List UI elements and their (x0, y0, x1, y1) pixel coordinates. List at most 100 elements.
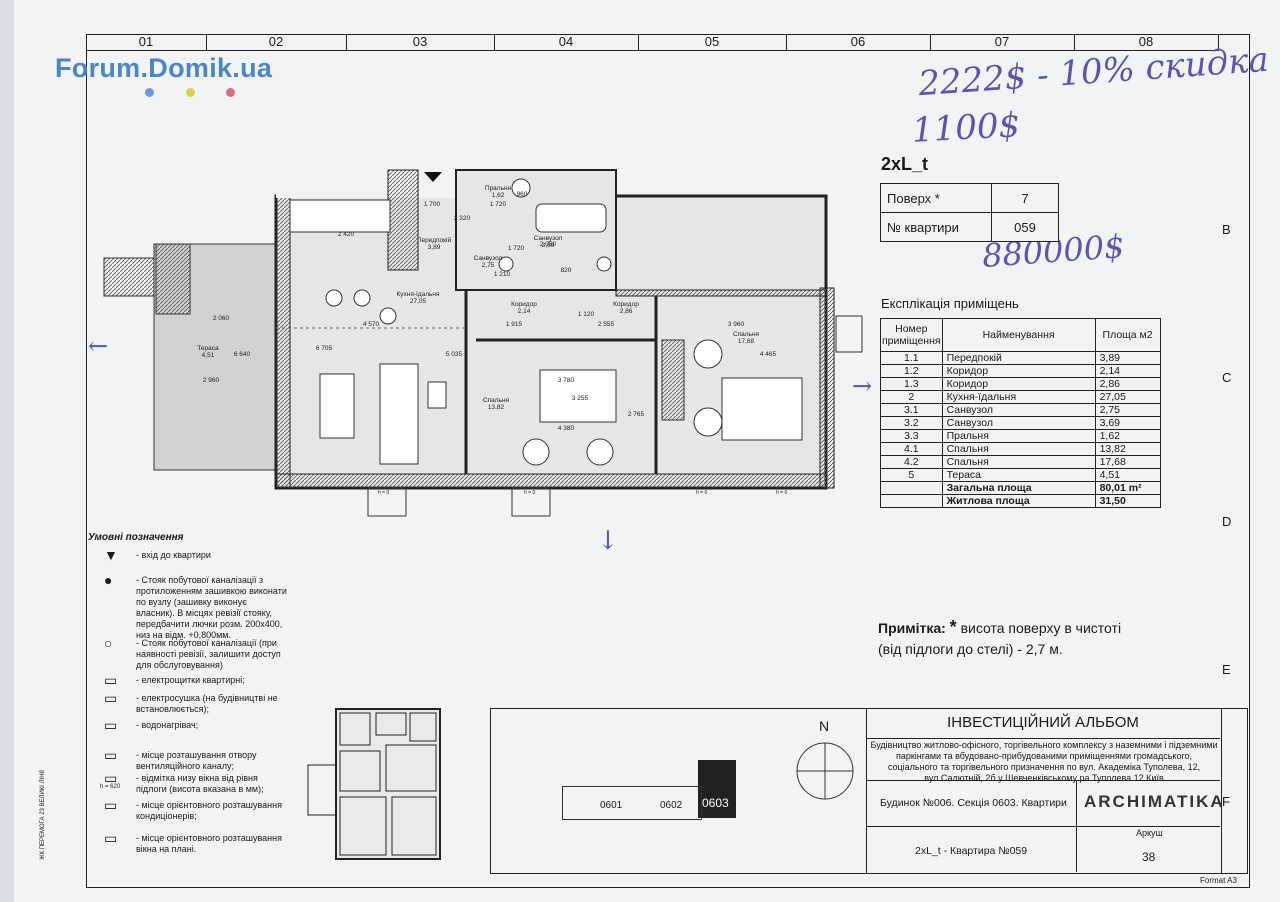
legend-symbol-icon: ▭ (104, 690, 118, 706)
legend-text: - водонагрівач; (136, 720, 199, 730)
floor-plan: Тераса4,51Кухня-їдальня27,05Передпокій3,… (103, 169, 863, 517)
legend-symbol-icon: ▭ (104, 770, 118, 786)
title-block-right (866, 708, 1222, 874)
room-name: Санвузол (534, 235, 563, 242)
explication-table: Номер приміщення Найменування Площа м2 1… (880, 318, 1161, 508)
section-0601: 0601 (600, 800, 623, 811)
north-label: N (819, 718, 830, 734)
legend-symbol-icon: ○ (104, 635, 113, 651)
dimension-label: 5 035 (446, 351, 463, 358)
room-area: 27,05 (410, 298, 427, 305)
hand-arrow-down-icon: ↓ (597, 526, 619, 556)
dimension-label: 1 210 (494, 271, 511, 278)
explication-num: 4.2 (880, 455, 943, 469)
note-label: Примітка: (878, 620, 946, 636)
bar-stool-3 (379, 307, 397, 325)
explication-name: Тераса (941, 468, 1096, 482)
living-area-value: 31,50 (1094, 494, 1161, 508)
apt-label: № квартири (880, 212, 992, 242)
grid-row-c: C (1222, 370, 1232, 385)
explication-num: 3.3 (880, 429, 943, 443)
kitchen-counter (289, 199, 391, 233)
legend-item: ●- Стояк побутової каналізації з протило… (96, 573, 288, 641)
wardrobe (661, 339, 685, 421)
apartment-sheet-label: 2xL_t - Квартира №059 (915, 845, 1028, 857)
note-line2: (від підлоги до стелі) - 2,7 м. (878, 641, 1063, 657)
dimension-label: 2 050 (540, 241, 557, 248)
explication-area: 17,68 (1094, 455, 1161, 469)
terrace-planter-2 (155, 243, 191, 315)
explication-num: 3.1 (880, 403, 943, 417)
explication-area: 1,62 (1094, 429, 1161, 443)
legend-symbol-icon: ▭ (104, 830, 118, 846)
dimension-label: 2 060 (213, 315, 230, 322)
legend-text: - Стояк побутової каналізації (при наявн… (136, 638, 281, 670)
legend-text: - місце орієнтовного розташування вікна … (136, 833, 282, 854)
legend-item: ▭- відмітка низу вікна від рівня підлоги… (96, 770, 288, 795)
dimension-label: 3 960 (728, 321, 745, 328)
format-label: Format A3 (1200, 876, 1237, 885)
legend-item: ○ - Стояк побутової каналізації (при наяв… (96, 635, 288, 671)
explication-name: Санвузол (941, 403, 1096, 417)
compass-icon (796, 742, 854, 800)
room-area: 2,86 (620, 308, 633, 315)
explication-name: Коридор (941, 364, 1096, 378)
company-logo: ARCHIMATIKA (1084, 792, 1225, 811)
window-1 (367, 487, 407, 517)
grid-column-03: 03 (346, 34, 495, 51)
shaft-wall (387, 169, 419, 271)
grid-column-01: 01 (86, 34, 207, 51)
round-rug-2 (693, 407, 723, 437)
window-east (835, 315, 863, 353)
dimension-label: 2 960 (203, 377, 220, 384)
side-text: ЖК ПЕРЕМОГА 23 ВЕЛИКІ ЛІНІЇ (40, 770, 46, 860)
wall-east (819, 287, 835, 489)
legend-item: ▼- вхід до квартири (96, 548, 288, 562)
grid-column-05: 05 (638, 34, 787, 51)
legend-symbol-icon: ▭ (104, 672, 118, 688)
dimension-label: 960 (517, 191, 528, 198)
explication-area: 13,82 (1094, 442, 1161, 456)
legend-symbol-icon: ▭ (104, 747, 118, 763)
col-area: Площа м2 (1094, 318, 1161, 352)
apartment-code: 2xL_t (881, 154, 929, 174)
sheet-label: Аркуш (1136, 828, 1163, 838)
sill-mark: h = 0 (776, 490, 787, 496)
dining-table (319, 373, 355, 439)
legend-item: ▭ - місце орієнтовного розташування вікна… (96, 830, 288, 855)
section-0602: 0602 (660, 800, 683, 811)
explication-name: Коридор (941, 377, 1096, 391)
dimension-label: 3 780 (558, 377, 575, 384)
room-name: Санвузол (474, 255, 503, 262)
dimension-label: 3 255 (572, 395, 589, 402)
explication-area: 2,86 (1094, 377, 1161, 391)
terrace-planter (103, 257, 155, 297)
dimension-label: 6 640 (234, 351, 251, 358)
explication-name: Кухня-їдальня (941, 390, 1096, 404)
dimension-label: 820 (561, 267, 572, 274)
legend-item: ▭- місце розташування отвору вентиляційн… (96, 747, 288, 772)
explication-area: 27,05 (1094, 390, 1161, 404)
grid-column-07: 07 (930, 34, 1075, 51)
legend-symbol-icon: ▭ (104, 717, 118, 733)
dot-pink (226, 88, 235, 97)
section-strip (562, 786, 702, 820)
col-name: Найменування (941, 318, 1096, 352)
project-description: Будівництво житлово-офісного, торгівельн… (870, 740, 1218, 783)
explication-num: 1.1 (880, 351, 943, 365)
sheet-number: 38 (1142, 850, 1156, 864)
handwritten-price-m2: 1100$ (911, 105, 1022, 151)
bed-large (721, 377, 803, 441)
round-table (522, 438, 550, 466)
dimension-label: 1 720 (490, 201, 507, 208)
armchair (427, 381, 447, 409)
explication-name: Пральня (941, 429, 1096, 443)
explication-name: Передпокій (941, 351, 1096, 365)
dimension-label: 4 380 (558, 425, 575, 432)
